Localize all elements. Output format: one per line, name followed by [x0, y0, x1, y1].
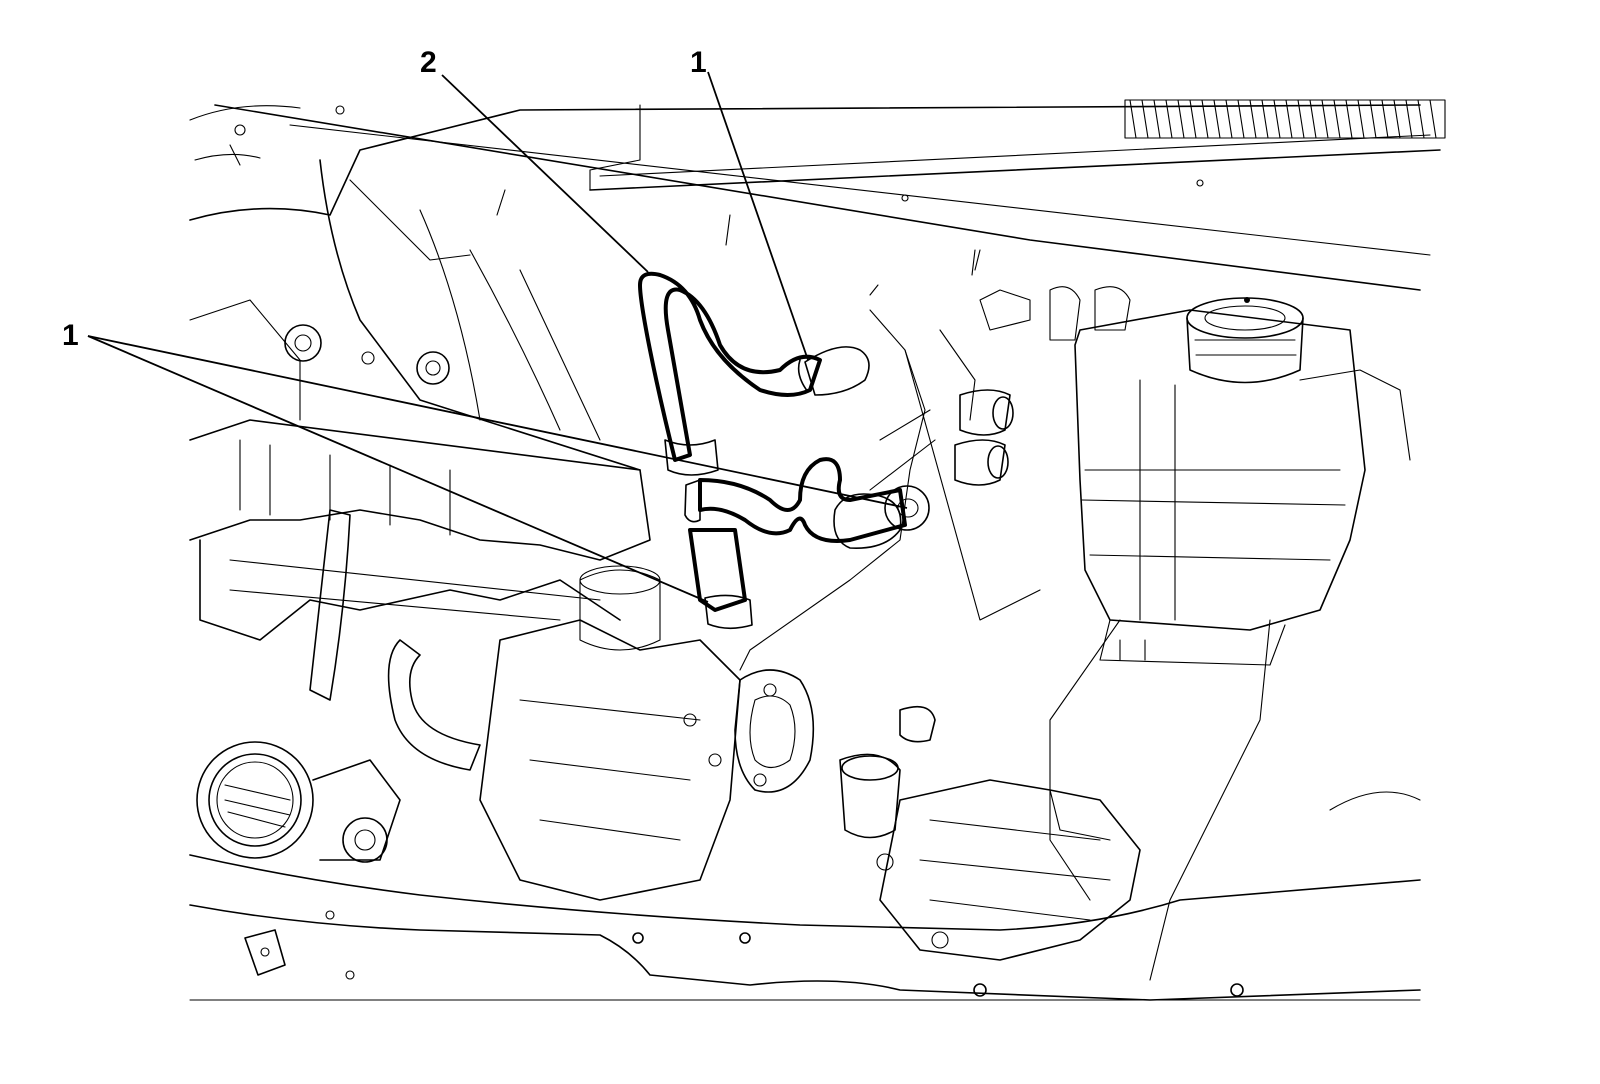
callout-label-1-top: 1: [690, 46, 707, 79]
callout-label-1-left: 1: [62, 319, 79, 352]
leader-line-2: [441, 74, 649, 273]
leader-line-1-left-b: [87, 335, 908, 509]
thermostat-housing: [734, 669, 936, 839]
callout-labels: 2 1 1: [62, 46, 707, 352]
leader-lines: [87, 71, 908, 603]
throttle-body: [196, 741, 401, 863]
leader-line-1-left-a: [87, 335, 709, 603]
heater-hose: [684, 457, 930, 549]
hood-panel: [189, 104, 1441, 291]
firewall-area: [189, 144, 976, 471]
engine-block: [479, 565, 741, 901]
wiring-brackets: [739, 249, 1041, 671]
upper-radiator-hose: [638, 271, 870, 476]
transaxle: [876, 779, 1141, 961]
front-body-panel: [189, 791, 1421, 1001]
heater-core-pipes: [869, 286, 1271, 981]
leader-line-1-top: [707, 71, 809, 361]
coolant-reservoir: [1074, 297, 1411, 666]
radiator-grille: [1124, 99, 1446, 139]
lower-coolant-hose: [688, 528, 753, 630]
callout-label-2: 2: [420, 46, 437, 79]
intake-manifold: [189, 419, 651, 771]
